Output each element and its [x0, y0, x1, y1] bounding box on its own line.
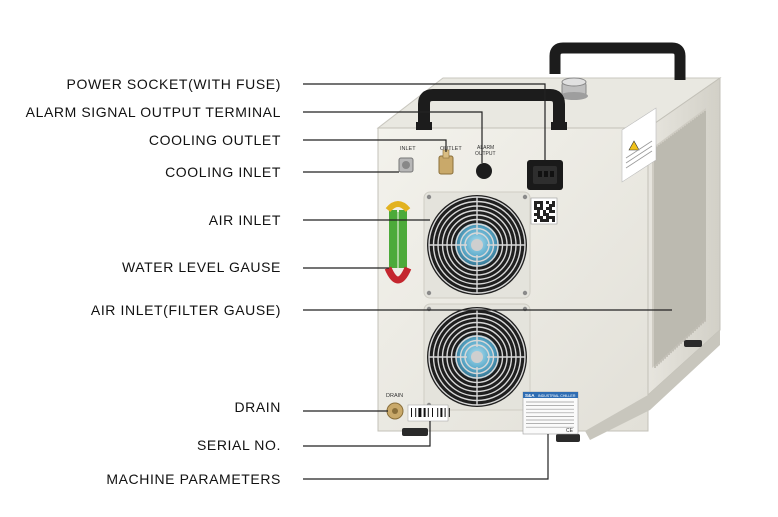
label-power-socket: POWER SOCKET(WITH FUSE): [66, 76, 281, 92]
label-cooling-inlet: COOLING INLET: [165, 164, 281, 180]
label-air-inlet: AIR INLET: [208, 212, 281, 228]
barcode-bar: [432, 408, 433, 417]
qr-cell: [546, 219, 549, 222]
fan-center-cap: [471, 239, 483, 251]
air-inlet-filter-fan: [423, 303, 531, 411]
qr-cell: [543, 213, 546, 216]
fan-screw: [522, 290, 528, 296]
qr-cell: [537, 201, 540, 204]
barcode-bar: [411, 408, 412, 417]
barcode-bar: [415, 408, 417, 417]
label-machine-params: MACHINE PARAMETERS: [106, 471, 281, 487]
water-level-gauge: [384, 201, 412, 284]
drain-valve: [386, 402, 404, 420]
qr-cell: [540, 201, 543, 204]
label-alarm-terminal: ALARM SIGNAL OUTPUT TERMINAL: [25, 104, 281, 120]
qr-cell: [540, 207, 543, 210]
barcode-bar: [427, 408, 429, 417]
label-drain: DRAIN: [234, 399, 281, 415]
qr-cell: [552, 219, 555, 222]
qr-cell: [534, 207, 537, 210]
fan-screw: [426, 290, 432, 296]
qr-cell: [546, 207, 549, 210]
label-air-inlet-filter: AIR INLET(FILTER GAUSE): [90, 302, 281, 318]
barcode-bar: [437, 408, 439, 417]
brand-logo: S&A: [525, 393, 535, 398]
alarm-output-terminal: [476, 163, 492, 179]
qr-cell: [552, 216, 555, 219]
fan-screw: [522, 194, 528, 200]
leader-power-socket: [303, 83, 546, 160]
barcode-bar: [444, 408, 446, 417]
leader-cooling-outlet: [303, 139, 447, 152]
label-cooling-outlet: COOLING OUTLET: [148, 132, 281, 148]
qr-cell: [540, 204, 543, 207]
label-serial-no: SERIAL NO.: [196, 437, 281, 453]
qr-cell: [552, 201, 555, 204]
qr-cell: [537, 216, 540, 219]
qr-cell: [543, 210, 546, 213]
barcode-bar: [423, 408, 426, 417]
power-socket: [527, 160, 563, 190]
qr-code-icon: [530, 197, 558, 225]
qr-cell: [549, 207, 552, 210]
qr-cell: [552, 204, 555, 207]
qr-cell: [549, 210, 552, 213]
qr-cell: [534, 204, 537, 207]
serial-barcode: [407, 404, 450, 422]
barcode-bar: [448, 408, 450, 417]
cooling-inlet-fitting: [398, 157, 414, 173]
qr-cell: [534, 201, 537, 204]
qr-cell: [552, 210, 555, 213]
fan-center-cap: [471, 351, 483, 363]
front-handle: [416, 89, 567, 130]
qr-cell: [543, 219, 546, 222]
side-air-grille: [652, 108, 706, 368]
barcode-bar: [418, 408, 422, 417]
alarm-label-line1: ALARM: [477, 145, 494, 151]
barcode-bar: [440, 408, 443, 417]
inlet-label: INLET: [400, 146, 416, 152]
leader-serial-no: [303, 421, 431, 447]
drain-label: DRAIN: [386, 393, 403, 399]
qr-cell: [546, 216, 549, 219]
ce-mark-icon: CE: [566, 428, 574, 434]
qr-cell: [549, 216, 552, 219]
outlet-label: OUTLET: [440, 146, 462, 152]
callout-lines: [303, 83, 672, 480]
qr-cell: [537, 210, 540, 213]
qr-cell: [534, 219, 537, 222]
qr-cell: [546, 201, 549, 204]
label-water-level: WATER LEVEL GAUSE: [121, 259, 281, 275]
warning-icon: [628, 140, 640, 151]
air-inlet-fan: [423, 191, 531, 299]
qr-cell: [540, 216, 543, 219]
leader-alarm-terminal: [303, 111, 483, 163]
water-fill-cap: [560, 77, 588, 100]
qr-cell: [537, 213, 540, 216]
qr-cell: [549, 204, 552, 207]
warning-label: [621, 107, 657, 183]
qr-cell: [534, 213, 537, 216]
plate-title: INDUSTRIAL CHILLER: [538, 394, 576, 398]
fan-screw: [426, 194, 432, 200]
qr-cell: [540, 219, 543, 222]
alarm-label-line2: OUTPUT: [475, 151, 496, 157]
qr-cell: [537, 207, 540, 210]
machine-parameter-plate: S&A INDUSTRIAL CHILLER CE: [522, 391, 579, 435]
leader-machine-params: [303, 434, 549, 480]
qr-cell: [546, 213, 549, 216]
rear-handle: [549, 42, 686, 80]
